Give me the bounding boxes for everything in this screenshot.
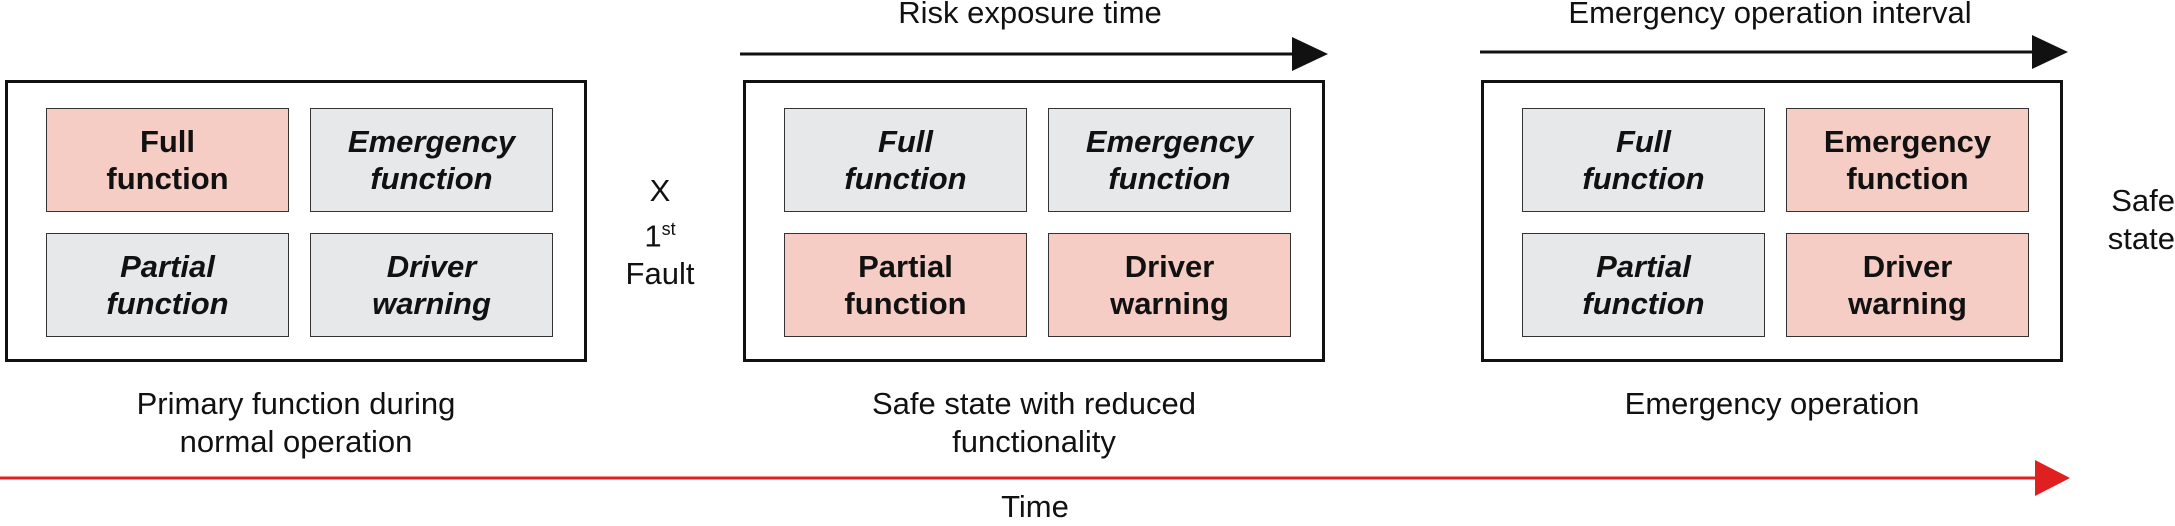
- cell-label: Partial function: [106, 249, 229, 321]
- cell-full-function: Full function: [46, 108, 289, 212]
- cell-label: Partial function: [1582, 249, 1705, 321]
- cell-label: Emergency function: [1085, 124, 1254, 196]
- cell-label: Full function: [844, 124, 967, 196]
- cell-label: Full function: [106, 124, 229, 196]
- cell-driver-warning: Driver warning: [310, 233, 553, 337]
- cell-partial-function: Partial function: [46, 233, 289, 337]
- time-label: Time: [1001, 489, 1069, 524]
- cell-driver-warning: Driver warning: [1786, 233, 2029, 337]
- cell-label: Emergency function: [347, 124, 516, 196]
- fault-x: X: [649, 173, 671, 208]
- safe-state-label: Safe state: [2107, 183, 2175, 256]
- panel-caption-safe-state: Safe state with reduced functionality: [872, 386, 1196, 459]
- risk-exposure-label: Risk exposure time: [898, 0, 1162, 30]
- emergency-interval-label: Emergency operation interval: [1568, 0, 1972, 30]
- cell-label: Full function: [1582, 124, 1705, 196]
- risk-exposure-arrow: [740, 37, 1328, 71]
- panel-normal-operation: Full function Emergency function Partial…: [5, 80, 587, 362]
- cell-emergency-function: Emergency function: [310, 108, 553, 212]
- cell-partial-function: Partial function: [784, 233, 1027, 337]
- cell-full-function: Full function: [784, 108, 1027, 212]
- cell-emergency-function: Emergency function: [1048, 108, 1291, 212]
- cell-label: Driver warning: [1110, 249, 1229, 321]
- cell-full-function: Full function: [1522, 108, 1765, 212]
- cell-partial-function: Partial function: [1522, 233, 1765, 337]
- fault-word: Fault: [625, 256, 695, 292]
- fault-marker: X 1st Fault: [612, 172, 708, 293]
- cell-label: Emergency function: [1823, 124, 1992, 196]
- cell-driver-warning: Driver warning: [1048, 233, 1291, 337]
- panel-safe-state-reduced: Full function Emergency function Partial…: [743, 80, 1325, 362]
- cell-label: Driver warning: [372, 249, 491, 321]
- fault-ordinal: 1st: [644, 218, 676, 254]
- cell-emergency-function: Emergency function: [1786, 108, 2029, 212]
- emergency-interval-arrow: [1480, 35, 2068, 69]
- panel-caption-normal: Primary function during normal operation: [136, 386, 456, 459]
- cell-label: Driver warning: [1848, 249, 1967, 321]
- panel-caption-emergency: Emergency operation: [1624, 386, 1920, 421]
- time-arrow: [0, 460, 2070, 496]
- panel-emergency-operation: Full function Emergency function Partial…: [1481, 80, 2063, 362]
- cell-label: Partial function: [844, 249, 967, 321]
